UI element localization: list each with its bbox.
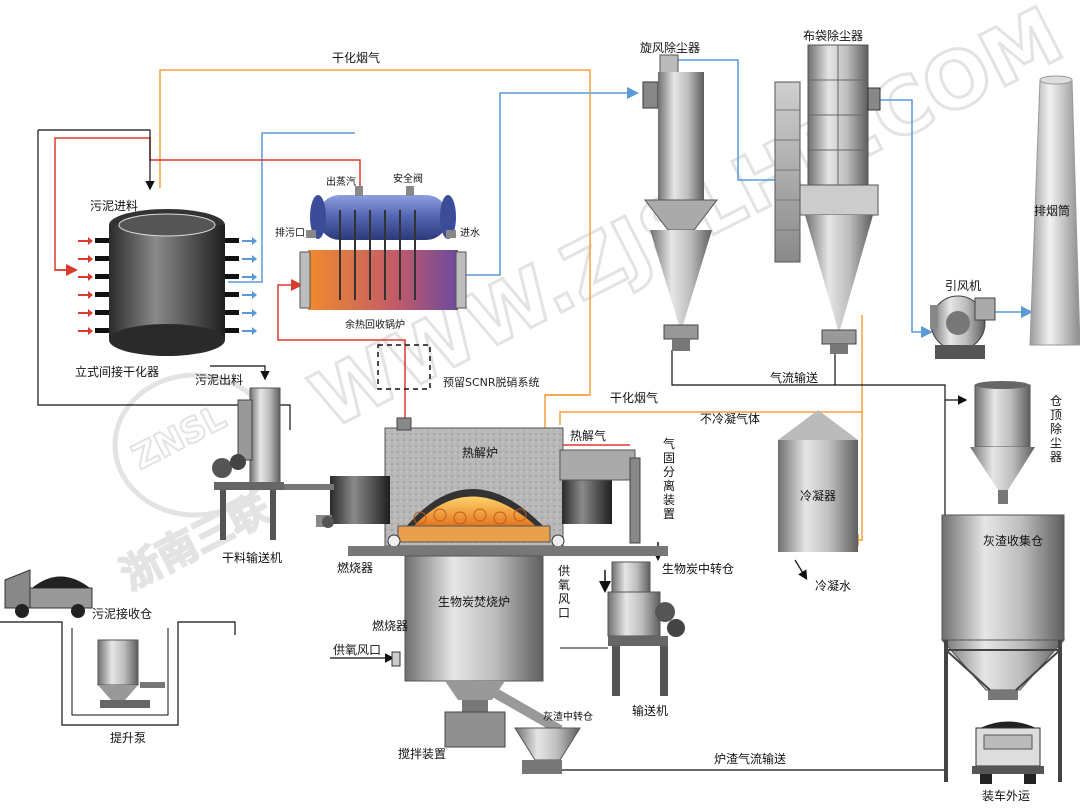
label-non-condensable: 不冷凝气体 [700,411,760,426]
labels: 干化烟气 污泥进料 立式间接干化器 污泥出料 余热回收锅炉 出蒸汽 安全阀 排污… [75,28,1070,803]
non-condensable-line [559,315,863,425]
label-chimney: 排烟筒 [1034,203,1070,218]
label-gas-solid-sep: 气固分离装置 [663,436,675,521]
scnr-reserved-box [377,344,431,390]
ground-line-inner [71,628,169,716]
label-oxygen-port-1: 供氧风口 [333,643,381,657]
dryer-nozzles [95,238,239,333]
label-pneumatic-transport: 气流输送 [770,370,818,385]
feed-line [37,130,291,430]
label-safety-valve: 安全阀 [393,172,423,185]
ash-transfer-bin [514,727,581,774]
sludge-discharge-line [210,365,270,381]
chimney-stack [1029,75,1080,346]
label-pyrolysis-furnace: 热解炉 [462,446,498,460]
label-oxygen-port-2: 供氧风口 [558,564,570,620]
label-baghouse: 布袋除尘器 [803,28,863,43]
label-biochar-incinerator: 生物炭焚烧炉 [438,595,510,609]
label-waste-heat-boiler: 余热回收锅炉 [345,318,405,331]
condensate-arrow [794,559,808,581]
ground-line [0,621,236,726]
boiler-to-cyclone-line [460,87,639,276]
label-dry-flue-gas-mid: 干化烟气 [610,390,658,405]
label-ash-silo: 灰渣收集仓 [983,533,1043,548]
label-cyclone: 旋风除尘器 [640,40,700,55]
label-burner-2: 燃烧器 [372,618,408,633]
sludge-receiving-bin [97,639,165,708]
dryer-to-boiler-line [228,132,355,283]
induced-draft-fan [930,295,996,359]
baghouse-filter [774,44,881,354]
condenser [778,410,858,552]
dryer-outlet-arrows [242,237,257,335]
label-blowdown: 排污口 [275,226,305,239]
label-indirect-dryer: 立式间接干化器 [75,364,159,379]
dry-material-conveyor [212,387,334,540]
sludge-feed-line [38,129,155,191]
label-steam-outlet: 出蒸汽 [326,175,356,188]
biochar-transfer-bin [560,561,685,696]
label-truck-out: 装车外运 [982,788,1030,803]
label-burner-1: 燃烧器 [337,560,373,575]
label-water-inlet: 进水 [460,227,480,239]
label-ash-transfer: 灰渣中转仓 [543,710,593,723]
ash-truck-icon [972,721,1044,784]
label-conveyor: 输送机 [632,703,668,718]
label-slag-transport: 炉渣气流输送 [714,751,786,766]
label-condensate: 冷凝水 [815,578,851,593]
biochar-incinerator [391,555,563,748]
label-bin-top-dust: 仓顶除尘器 [1050,394,1062,464]
waste-heat-boiler [299,186,467,310]
pneumatic-transport-line [671,350,968,405]
dryer-inlet-arrows [78,237,93,335]
label-stirrer: 搅拌装置 [398,746,446,761]
indirect-dryer [78,209,257,356]
label-sludge-bin: 污泥接收仓 [92,606,152,621]
furnace-to-boiler-line [277,279,406,420]
sludge-truck-icon [4,569,93,618]
label-biochar-transfer: 生物炭中转仓 [662,561,734,576]
label-lift-pump: 提升泵 [110,730,146,745]
dry-flue-gas-line-top [159,69,591,430]
baghouse-to-fan-line [880,99,933,338]
label-sludge-feed: 污泥进料 [90,199,138,213]
cyclone-to-baghouse-line [678,59,796,186]
label-dry-flue-gas-top: 干化烟气 [332,50,380,65]
label-pyrolysis-gas: 热解气 [570,428,606,443]
ash-collection-silo [940,381,1066,782]
label-condenser: 冷凝器 [800,488,836,503]
label-sludge-discharge: 污泥出料 [195,373,243,387]
label-scnr: 预留SCNR脱硝系统 [443,375,540,389]
cyclone-separator [642,54,719,351]
label-dry-conveyor: 干料输送机 [222,550,282,565]
label-fan: 引风机 [945,279,981,293]
pyrolysis-furnace [330,417,668,556]
watermark-company: 浙南三联 [114,485,277,599]
